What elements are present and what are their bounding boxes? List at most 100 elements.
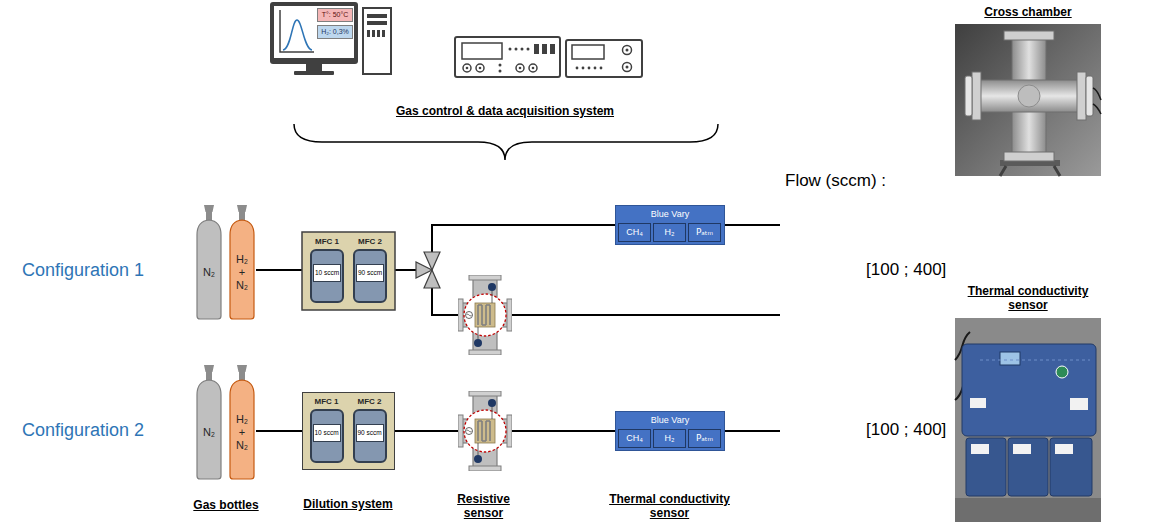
computer-icon xyxy=(294,71,334,75)
cross-chamber-photo xyxy=(955,24,1101,176)
tower-icon xyxy=(377,30,380,37)
instrument-icon xyxy=(623,46,632,55)
gas-bottle: H₂ + N₂ xyxy=(228,205,256,320)
channel-name: Pₐₜₘ xyxy=(689,224,720,241)
sensor-photo xyxy=(955,498,1101,522)
controller-body: 10 sccm xyxy=(310,249,344,303)
instrument-icon xyxy=(466,67,469,70)
gas-line xyxy=(512,430,615,432)
cross-chamber-photo xyxy=(1000,166,1060,176)
sensor-photo xyxy=(970,398,986,408)
gas-line xyxy=(725,224,780,226)
gas-line xyxy=(395,430,458,432)
instrument-icon xyxy=(588,67,591,70)
instrument-icon xyxy=(499,64,502,67)
gas-line xyxy=(256,225,780,431)
instrument-icon xyxy=(509,48,512,51)
computer-icon xyxy=(283,20,312,50)
cross-chamber-photo xyxy=(1018,85,1040,107)
controller-display: 90 sccm xyxy=(356,424,384,442)
instrument-icon xyxy=(582,67,585,70)
gas-line xyxy=(725,430,780,432)
instrument-icon xyxy=(516,64,524,72)
instrument-icon xyxy=(521,48,524,51)
analyzer-name: Blue Vary xyxy=(616,206,724,220)
instrument-icon xyxy=(566,40,642,77)
instrument-icon xyxy=(626,66,629,69)
analyzer-box: Blue VaryCH₄H₂Pₐₜₘ xyxy=(615,205,725,245)
sensor-photo xyxy=(1000,352,1020,365)
column-label: Gas bottles xyxy=(176,498,276,512)
instrument-icon xyxy=(532,67,535,70)
analyzer-channel: Pₐₜₘ xyxy=(688,223,721,242)
tower-icon xyxy=(382,30,385,37)
analyzer-box: Blue VaryThermal conductivity sensorCH₄H… xyxy=(615,411,725,451)
analyzer-channel: CH₄ xyxy=(618,429,651,448)
gas-name: N₂ xyxy=(199,426,219,439)
sensor-photo xyxy=(1070,398,1088,410)
bottle-outline xyxy=(195,205,223,320)
sensor-photo xyxy=(1050,438,1092,496)
cross-chamber-symbol xyxy=(458,391,512,471)
cross-chamber-photo xyxy=(965,76,972,116)
cross-chamber-photo xyxy=(1086,76,1093,116)
analyzer-channel: H₂ xyxy=(653,223,686,242)
channel-name: Pₐₜₘ xyxy=(689,430,720,447)
sensor-photo xyxy=(1008,438,1048,496)
instrument-icon xyxy=(572,45,604,59)
gas-name: H₂ + N₂ xyxy=(232,253,252,292)
analyzer-channel: Pₐₜₘ xyxy=(688,429,721,448)
instrument-icon xyxy=(462,43,502,59)
analyzer-channel: H₂ xyxy=(653,429,686,448)
cross-chamber-symbol xyxy=(458,275,512,355)
channel-name: CH₄ xyxy=(619,430,650,447)
channel-name: H₂ xyxy=(654,430,685,447)
gas-line xyxy=(432,225,615,254)
controller-name: MFC 1 xyxy=(308,236,346,247)
computer-icon xyxy=(274,6,354,58)
instrument-icon xyxy=(515,48,518,51)
dilution-box xyxy=(302,232,395,310)
configuration-label: Configuration 1 xyxy=(22,259,182,281)
computer-icon xyxy=(306,64,322,71)
instrument-icon xyxy=(476,64,484,72)
sensor-photo xyxy=(966,438,1006,496)
cross-chamber-photo xyxy=(1093,88,1101,114)
controller-body: 90 sccm xyxy=(353,409,387,463)
flow-rating: 90 sccm xyxy=(357,429,383,437)
instrument-icon xyxy=(463,64,471,72)
instrument-icon xyxy=(594,67,597,70)
component-label: Thermal conductivity sensor xyxy=(595,492,745,520)
computer-icon xyxy=(270,2,358,64)
cross-chamber-photo xyxy=(980,80,1078,112)
tower-icon xyxy=(367,30,370,37)
mass-flow-controller: MFC 1 10 sccm xyxy=(308,236,346,306)
computer-icon xyxy=(270,2,358,75)
resistive-sensor: Resistive sensor xyxy=(458,391,512,471)
axis-note: Flow (sccm) : xyxy=(785,171,925,191)
bottle-body xyxy=(230,220,254,319)
sensor-photo xyxy=(955,318,1101,522)
instrument-icon xyxy=(550,44,555,54)
readout-text: H₂: 0,3% xyxy=(318,26,352,38)
flow-rating: 90 sccm xyxy=(357,269,383,277)
controller-display: 10 sccm xyxy=(313,424,341,442)
instrument-icon xyxy=(600,67,603,70)
bottle-valve xyxy=(204,365,214,372)
bottle-valve xyxy=(237,205,247,212)
controller-name: MFC 1 xyxy=(308,396,346,407)
sensor-photo xyxy=(1056,366,1068,378)
tower-icon xyxy=(367,14,387,18)
analyzer-channel: CH₄ xyxy=(618,223,651,242)
bottle-valve xyxy=(204,205,214,212)
instrument-icon xyxy=(534,44,539,54)
tower-icon xyxy=(363,8,391,74)
cross-chamber-photo xyxy=(972,72,981,120)
gas-name: N₂ xyxy=(199,266,219,279)
instrument-icon xyxy=(529,64,537,72)
flow-range: [100 ; 400] xyxy=(866,260,956,280)
